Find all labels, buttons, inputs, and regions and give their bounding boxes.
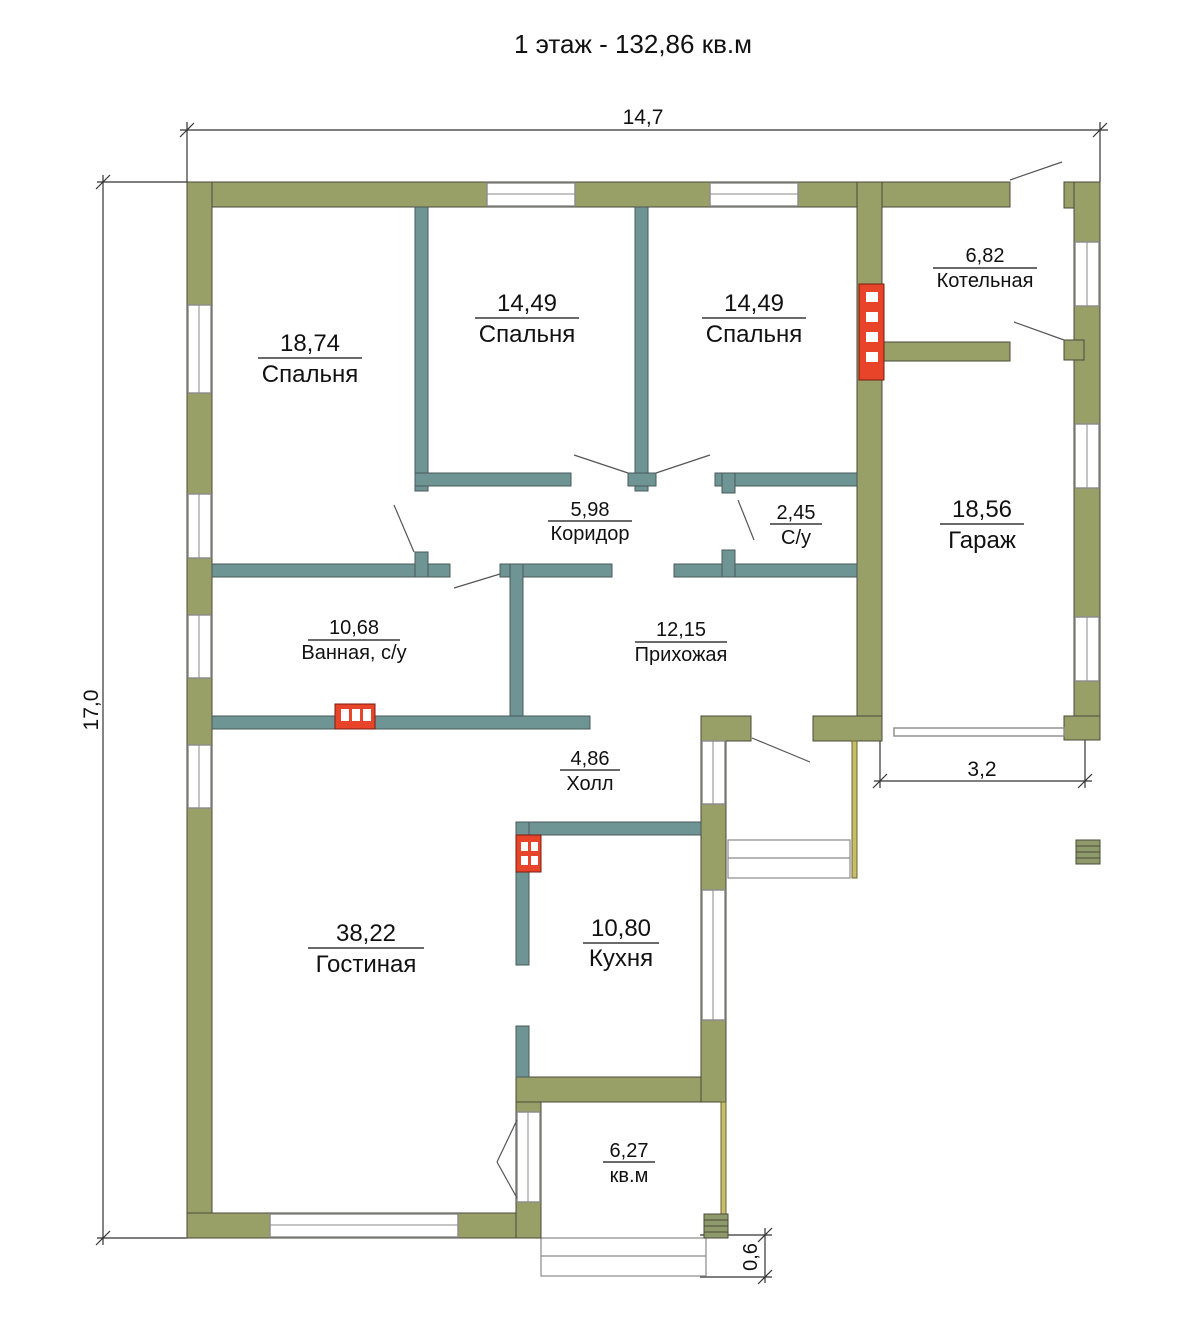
dimension-height-label: 17,0 <box>80 690 103 731</box>
window-top-2 <box>709 182 799 207</box>
room-area: 14,49 <box>497 290 557 317</box>
door-swings <box>393 161 1065 1199</box>
window-garage-2 <box>1074 616 1100 682</box>
chimney-icon <box>334 703 376 730</box>
windows <box>187 182 1100 1238</box>
room-name: Спальня <box>479 321 575 348</box>
room-kitchen: 10,80 Кухня <box>583 915 659 972</box>
room-area: 10,80 <box>591 915 651 942</box>
window-bottom <box>269 1213 459 1238</box>
room-area: 18,74 <box>280 330 340 357</box>
dimension-height <box>95 174 187 1246</box>
window-garage-1 <box>1074 423 1100 489</box>
window-kitchen-2 <box>701 889 726 1021</box>
room-name: Холл <box>566 773 613 795</box>
room-living: 38,22 Гостиная <box>308 920 424 978</box>
room-name: Коридор <box>551 523 630 545</box>
window-left-3 <box>187 614 212 679</box>
room-area: 14,49 <box>724 290 784 317</box>
plan-title: 1 этаж - 132,86 кв.м <box>514 29 752 59</box>
room-name: С/у <box>781 527 811 549</box>
room-corridor: 5,98 Коридор <box>548 499 632 545</box>
dimension-garage-label: 3,2 <box>967 758 996 781</box>
window-left-1 <box>187 304 212 394</box>
room-name: Кухня <box>589 945 653 972</box>
brick-icon <box>1075 839 1101 865</box>
window-boiler <box>1074 241 1100 307</box>
room-area: 38,22 <box>336 920 396 947</box>
window-left-4 <box>187 744 212 809</box>
room-name: Спальня <box>706 321 802 348</box>
room-area: 18,56 <box>952 496 1012 523</box>
room-bathroom: 10,68 Ванная, с/у <box>301 617 406 664</box>
dimension-garage <box>872 740 1093 789</box>
room-name: Ванная, с/у <box>301 642 406 664</box>
room-porch: 6,27 кв.м <box>603 1140 655 1187</box>
window-porch <box>516 1111 541 1203</box>
room-name: Гостиная <box>316 951 417 978</box>
room-area: 6,27 <box>610 1140 649 1162</box>
dimension-width-label: 14,7 <box>623 106 664 129</box>
room-bedroom-2: 14,49 Спальня <box>475 290 579 348</box>
room-bedroom-3: 14,49 Спальня <box>702 290 806 348</box>
room-area: 10,68 <box>329 617 379 639</box>
room-area: 4,86 <box>571 748 610 770</box>
window-left-2 <box>187 493 212 559</box>
chimney-icon <box>515 834 542 873</box>
entrance-steps <box>540 839 851 1277</box>
room-name: кв.м <box>610 1165 649 1187</box>
dimension-width <box>179 122 1108 182</box>
room-bedroom-1: 18,74 Спальня <box>258 330 362 388</box>
room-name: Котельная <box>937 270 1034 292</box>
room-garage: 18,56 Гараж <box>940 496 1024 554</box>
garage-gate <box>893 727 1065 737</box>
window-kitchen-1 <box>701 740 726 805</box>
room-name: Гараж <box>948 527 1016 554</box>
room-area: 2,45 <box>777 502 816 524</box>
room-wc: 2,45 С/у <box>770 502 822 549</box>
room-hallway: 12,15 Прихожая <box>635 619 728 666</box>
brick-icon <box>703 1213 729 1239</box>
room-name: Спальня <box>262 361 358 388</box>
room-area: 6,82 <box>966 245 1005 267</box>
room-name: Прихожая <box>635 644 728 666</box>
porch-post <box>851 740 858 879</box>
porch-post <box>720 1101 727 1215</box>
chimney-icon <box>858 283 885 381</box>
room-hall: 4,86 Холл <box>560 748 620 795</box>
room-area: 5,98 <box>571 499 610 521</box>
dimension-porch-label: 0,6 <box>740 1243 762 1271</box>
room-area: 12,15 <box>656 619 706 641</box>
room-boiler: 6,82 Котельная <box>933 245 1037 292</box>
window-top-1 <box>486 182 576 207</box>
